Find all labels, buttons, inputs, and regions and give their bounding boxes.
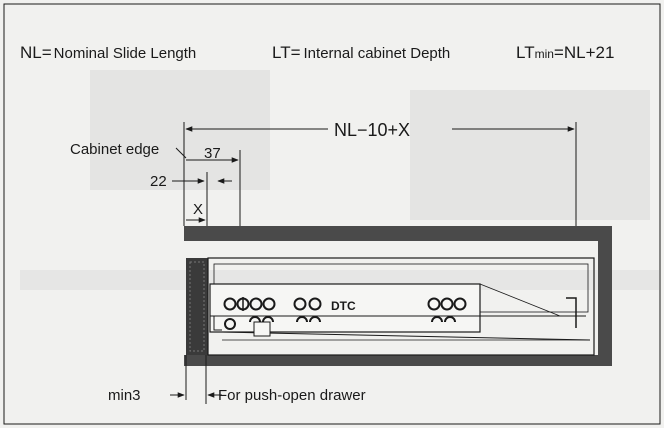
dim-x-label: X xyxy=(193,201,203,218)
min3-label: min3 xyxy=(108,387,141,404)
lt-definition: LT=Internal cabinet Depth xyxy=(272,43,450,62)
push-open-label: For push-open drawer xyxy=(218,387,366,404)
cabinet-edge-label: Cabinet edge xyxy=(70,141,159,158)
bleed-through-artwork xyxy=(20,70,660,290)
lt-eq: = xyxy=(291,43,301,62)
lt-abbr: LT xyxy=(272,43,291,62)
nl-definition: NL=Nominal Slide Length xyxy=(20,43,196,62)
slide-mounting-block xyxy=(253,321,271,337)
dim-22-label: 22 xyxy=(150,173,167,190)
cabinet-edge-leader xyxy=(175,147,187,159)
slide-rail-taper xyxy=(479,283,561,317)
ltmin-abbr: LT xyxy=(516,43,535,62)
drawer-front xyxy=(186,258,208,355)
cabinet-top-panel xyxy=(184,226,612,241)
ltmin-definition: LTmin=NL+21 xyxy=(516,43,614,62)
nl-eq: = xyxy=(42,43,52,62)
nl-text: Nominal Slide Length xyxy=(54,45,197,62)
lt-text: Internal cabinet Depth xyxy=(304,45,451,62)
slide-brand-label: DTC xyxy=(331,299,356,313)
front-hook xyxy=(213,316,222,331)
drawer-box xyxy=(207,257,595,356)
cabinet-back-panel xyxy=(598,226,612,366)
page-border xyxy=(3,3,661,425)
ltmin-formula: =NL+21 xyxy=(554,43,615,62)
drawer-front-texture xyxy=(189,261,205,352)
ltmin-sub: min xyxy=(535,47,554,61)
cabinet-bottom-panel xyxy=(184,355,612,366)
slide-holes-row-1 xyxy=(223,297,467,311)
slide-holes-row-2 xyxy=(224,316,456,330)
nl-abbr: NL xyxy=(20,43,42,62)
dim-37-label: 37 xyxy=(204,145,221,162)
slide-rail-line-2 xyxy=(221,331,591,341)
overall-dim-label: NL−10+X xyxy=(334,120,410,140)
rear-bracket xyxy=(566,297,577,328)
